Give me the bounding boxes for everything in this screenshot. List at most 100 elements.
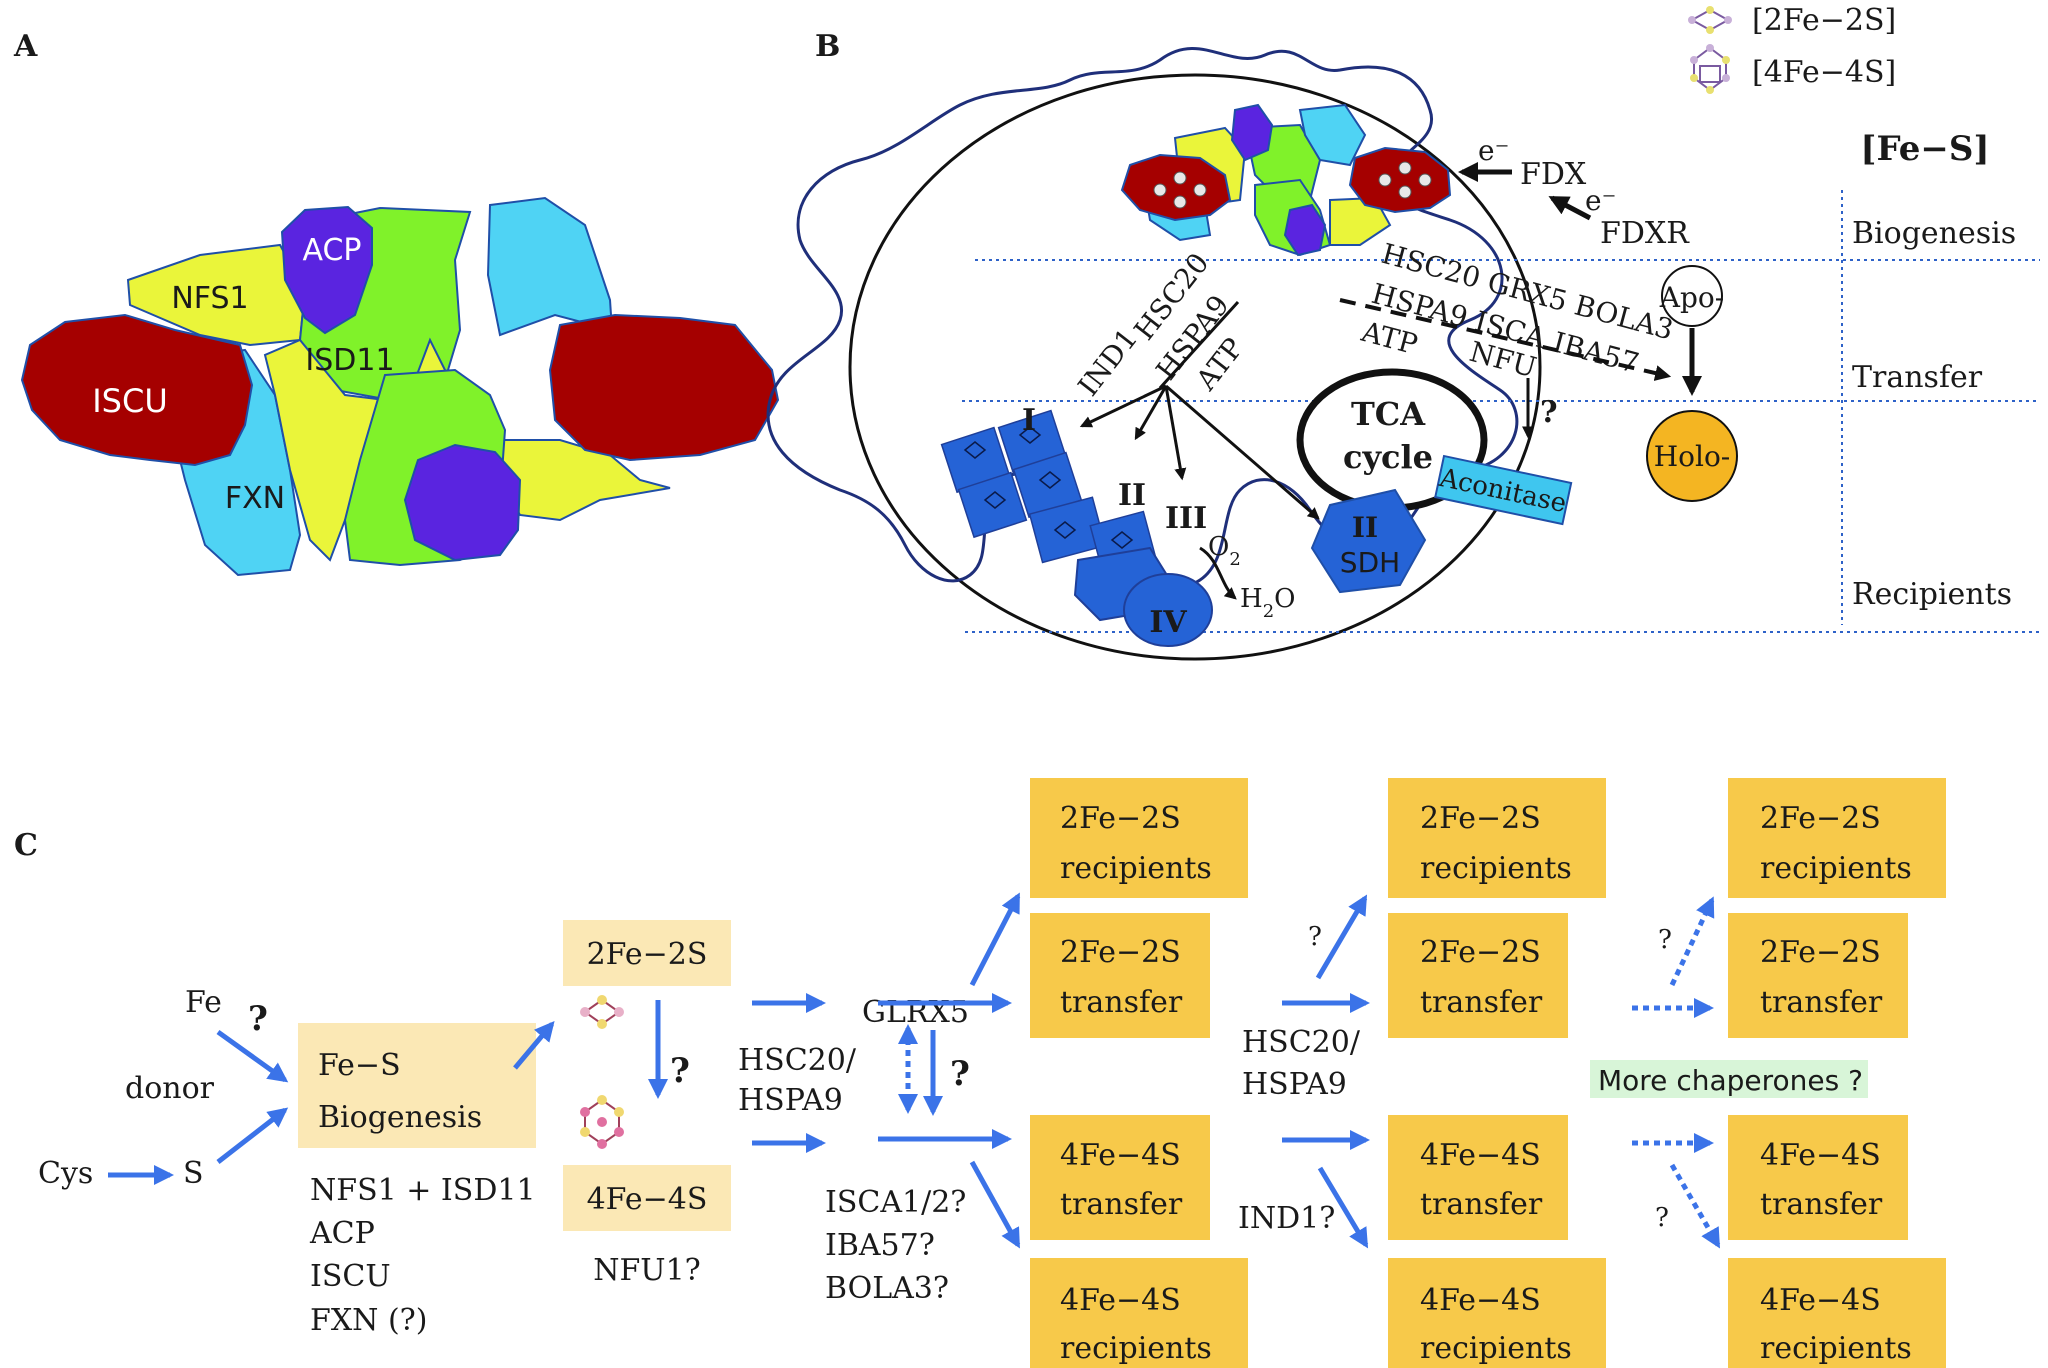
col2-question-top: ? [1658, 925, 1672, 955]
component-acp: ACP [309, 1216, 375, 1251]
c2-4fe4s-transfer-sub: transfer [1420, 1187, 1543, 1222]
acp-subunit-top [280, 205, 373, 335]
panel-label-b: B [815, 29, 840, 64]
c3-4fe4s-transfer-sub: transfer [1760, 1187, 1883, 1222]
c1-2fe2s-recipients-box [1030, 778, 1248, 898]
panel-a: A ISCU FXN NFS1 ACP ISD11 [13, 29, 780, 577]
donor-label: donor [125, 1071, 215, 1106]
hsc20-label-2: HSC20/ [1242, 1025, 1361, 1060]
arrow-to-complex-iii [1164, 385, 1187, 481]
col2-to-4fe4s-recipients-dotted [1669, 1163, 1721, 1249]
sdh-numeral: II [1352, 511, 1378, 544]
cys-label: Cys [38, 1156, 93, 1191]
hspa9-label-2: HSPA9 [1242, 1067, 1347, 1102]
c1-4fe4s-recipients-title: 4Fe−4S [1060, 1283, 1181, 1318]
c2-4fe4s-recipients-sub: recipients [1420, 1331, 1572, 1366]
sdh-complex [1310, 488, 1427, 594]
fes-biogenesis-box [298, 1023, 536, 1148]
c3-2fe2s-recipients-box [1728, 778, 1946, 898]
c1-4fe4s-recipients-box [1030, 1258, 1248, 1368]
c2-4fe4s-recipients-title: 4Fe−4S [1420, 1283, 1541, 1318]
col2-to-recipients-dotted [1669, 896, 1715, 987]
iba57-label: IBA57? [825, 1228, 935, 1263]
bola3-label: BOLA3? [825, 1271, 949, 1306]
legend-4fe4s: [4Fe−4S] [1752, 55, 1896, 90]
hsc20-label-1: HSC20/ [738, 1043, 857, 1078]
c2-2fe2s-recipients-sub: recipients [1420, 851, 1572, 886]
component-fxn: FXN (?) [310, 1303, 427, 1338]
c1-2fe2s-transfer-box [1030, 913, 1210, 1038]
c2-2fe2s-recipients-box [1388, 778, 1606, 898]
isca-to-recipients-arrow [969, 1160, 1021, 1249]
box-2fe2s-label: 2Fe−2S [587, 937, 708, 972]
o2-label: O2 [1208, 532, 1241, 570]
fxn-subunit-right [486, 196, 614, 337]
c2-4fe4s-transfer-title: 4Fe−4S [1420, 1138, 1541, 1173]
c1-2fe2s-recipients-sub: recipients [1060, 851, 1212, 886]
fes-assembly-complex [1120, 103, 1452, 257]
exchange-question: ? [950, 1054, 970, 1094]
hspa9-label-1: HSPA9 [738, 1083, 843, 1118]
c2-4fe4s-recipients-box [1388, 1258, 1606, 1368]
fxn-label: FXN [225, 481, 285, 516]
holo-protein [1646, 410, 1738, 502]
component-iscu: ISCU [310, 1259, 391, 1294]
glrx5-to-recipients-arrow [969, 892, 1021, 987]
c2-2fe2s-transfer-sub: transfer [1420, 985, 1543, 1020]
panel-label-c: C [14, 828, 38, 863]
ind1-label-c: IND1? [1238, 1201, 1335, 1236]
fes-title: [Fe−S] [1860, 129, 1989, 169]
c2-4fe4s-transfer-box [1388, 1115, 1568, 1240]
c3-4fe4s-recipients-box [1728, 1258, 1946, 1368]
fe4s4-cluster-icon [1690, 44, 1730, 94]
fe2s2-cluster-icon-c [580, 995, 624, 1029]
col1-question: ? [1308, 922, 1322, 952]
electron-label-1: e⁻ [1478, 134, 1509, 167]
electron-arrow-fdxr [1548, 195, 1592, 221]
c2-2fe2s-recipients-title: 2Fe−2S [1420, 801, 1541, 836]
aconitase-question: ? [1540, 395, 1558, 430]
c3-4fe4s-recipients-title: 4Fe−4S [1760, 1283, 1881, 1318]
fdx-label: FDX [1520, 157, 1587, 192]
more-chaperones-label: More chaperones ? [1598, 1064, 1863, 1097]
c3-4fe4s-transfer-box [1728, 1115, 1908, 1240]
fdxr-label: FDXR [1600, 216, 1690, 251]
c1-4fe4s-transfer-sub: transfer [1060, 1187, 1183, 1222]
c3-2fe2s-transfer-box [1728, 913, 1908, 1038]
acp-subunit-bottom [403, 443, 522, 562]
c3-2fe2s-transfer-title: 2Fe−2S [1760, 935, 1881, 970]
biogenesis-box-line1: Fe−S [318, 1048, 401, 1083]
apo-label: Apo- [1659, 281, 1724, 314]
nfs1-label: NFS1 [171, 281, 248, 316]
arrow-to-complex-ii [1134, 385, 1168, 441]
panel-c: C Fe ? donor Cys S Fe−S Biogenesis NFS1 … [14, 778, 1946, 1368]
fe2s2-cluster-icon [1688, 6, 1732, 34]
col1-to-recipients-arrow [1315, 894, 1368, 980]
isd11-label: ISD11 [305, 343, 394, 378]
s-to-biogenesis-arrow [216, 1107, 289, 1164]
complex-ii-label: II [1118, 478, 1146, 513]
complex-i [940, 409, 1083, 539]
complex-i-label: I [1022, 403, 1036, 438]
biogenesis-to-2fe2s-arrow [513, 1020, 555, 1070]
biogenesis-box-line2: Biogenesis [318, 1100, 482, 1135]
c2-2fe2s-transfer-title: 2Fe−2S [1420, 935, 1541, 970]
cycle-label: cycle [1343, 438, 1433, 476]
arrow-to-sdh [1165, 384, 1320, 520]
col2-question-bottom: ? [1655, 1203, 1669, 1233]
o2-to-h2o-arrow [1199, 546, 1237, 600]
isca-label: ISCA1/2? [825, 1185, 966, 1220]
chaperone-bar [1158, 300, 1240, 390]
iscu-label: ISCU [92, 382, 168, 420]
complex-iv-label: IV [1149, 605, 1187, 640]
fe4s4-cluster-icon-c [580, 1095, 624, 1149]
s-label: S [183, 1156, 204, 1191]
c2-2fe2s-transfer-box [1388, 913, 1568, 1038]
electron-label-2: e⁻ [1585, 184, 1616, 217]
sdh-label: SDH [1340, 546, 1400, 579]
complex-iii-label: III [1165, 501, 1207, 536]
c1-4fe4s-transfer-box [1030, 1115, 1210, 1240]
fe-to-biogenesis-arrow [216, 1029, 289, 1083]
stage-biogenesis: Biogenesis [1852, 216, 2016, 251]
